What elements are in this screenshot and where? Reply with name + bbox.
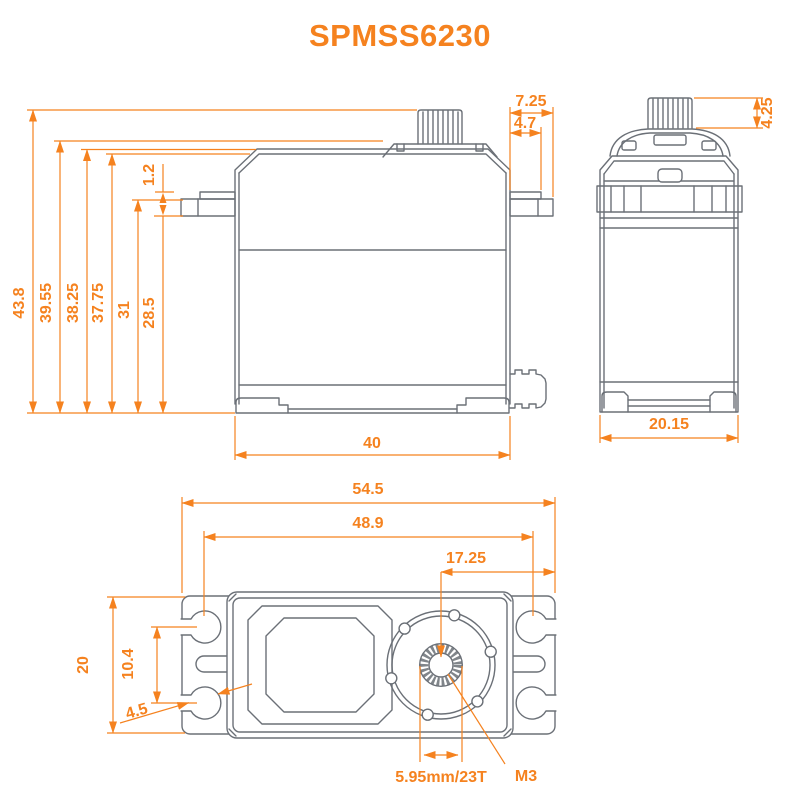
dim-hole-pitch: 10.4 (120, 648, 137, 679)
dim-shaft-to-edge: 17.25 (446, 550, 486, 567)
foot-right (456, 397, 510, 414)
dim-flange-bottom-height: 28.5 (141, 297, 158, 328)
dim-mount-hole-spacing: 48.9 (352, 515, 383, 532)
dim-overall-height: 43.8 (11, 287, 28, 318)
dim-spline-spec: 5.95mm/23T (395, 769, 487, 786)
dim-flange-width: 7.25 (515, 93, 546, 110)
side-foot-right (709, 391, 737, 413)
dim-case-top-outer: 38.25 (65, 283, 82, 323)
case-body-top (226, 591, 514, 739)
mount-hole-bottom-left (180, 686, 222, 720)
bottom-view (180, 591, 557, 739)
dimensions-front: 43.8 39.55 38.25 37.75 31 28.5 1.2 7.25 … (11, 93, 554, 460)
dim-case-depth-side: 20.15 (649, 416, 689, 433)
mount-hole-top-left (180, 610, 222, 644)
dim-flange-top-height: 31 (116, 301, 133, 319)
shaft-boss (382, 143, 498, 158)
flange-band-side (596, 185, 743, 213)
side-body-outline (599, 155, 739, 413)
dim-screw-thread: M3 (515, 768, 537, 785)
gear-housing (385, 609, 497, 721)
servo-body-outline (234, 148, 511, 405)
output-shaft-front (417, 109, 463, 145)
dim-flange-lip-thickness: 1.2 (141, 164, 158, 186)
dimensions-side: 4.25 20.15 (599, 97, 776, 443)
case-clip (657, 168, 683, 183)
mounting-flanges-front (180, 191, 554, 217)
foot-left (235, 397, 289, 414)
dim-shaft-base-height: 39.55 (38, 283, 55, 323)
dim-overall-length: 54.5 (352, 481, 383, 498)
dim-flange-lip-width: 4.7 (514, 115, 536, 132)
front-view (180, 109, 554, 414)
case-panel-outer (247, 605, 393, 725)
dimensions-bottom: 54.5 48.9 17.25 20 10.4 4.5 5.95mm/23T M… (75, 481, 556, 786)
dim-case-width: 40 (363, 435, 381, 452)
dim-case-top-inner: 37.75 (90, 283, 107, 323)
dim-case-depth-bottom: 20 (75, 656, 92, 674)
case-panel-inner (265, 617, 375, 713)
gear-cap-dome (609, 128, 731, 157)
dim-spline-height: 4.25 (759, 97, 776, 128)
wire-grommet (509, 369, 547, 409)
mount-hole-bottom-right (515, 686, 557, 720)
mount-hole-top-right (515, 610, 557, 644)
side-view (596, 97, 743, 413)
dim-hole-diameter: 4.5 (124, 700, 150, 723)
output-shaft-side (647, 97, 693, 129)
side-foot-left (601, 391, 629, 413)
page-title: SPMSS6230 (309, 18, 491, 53)
